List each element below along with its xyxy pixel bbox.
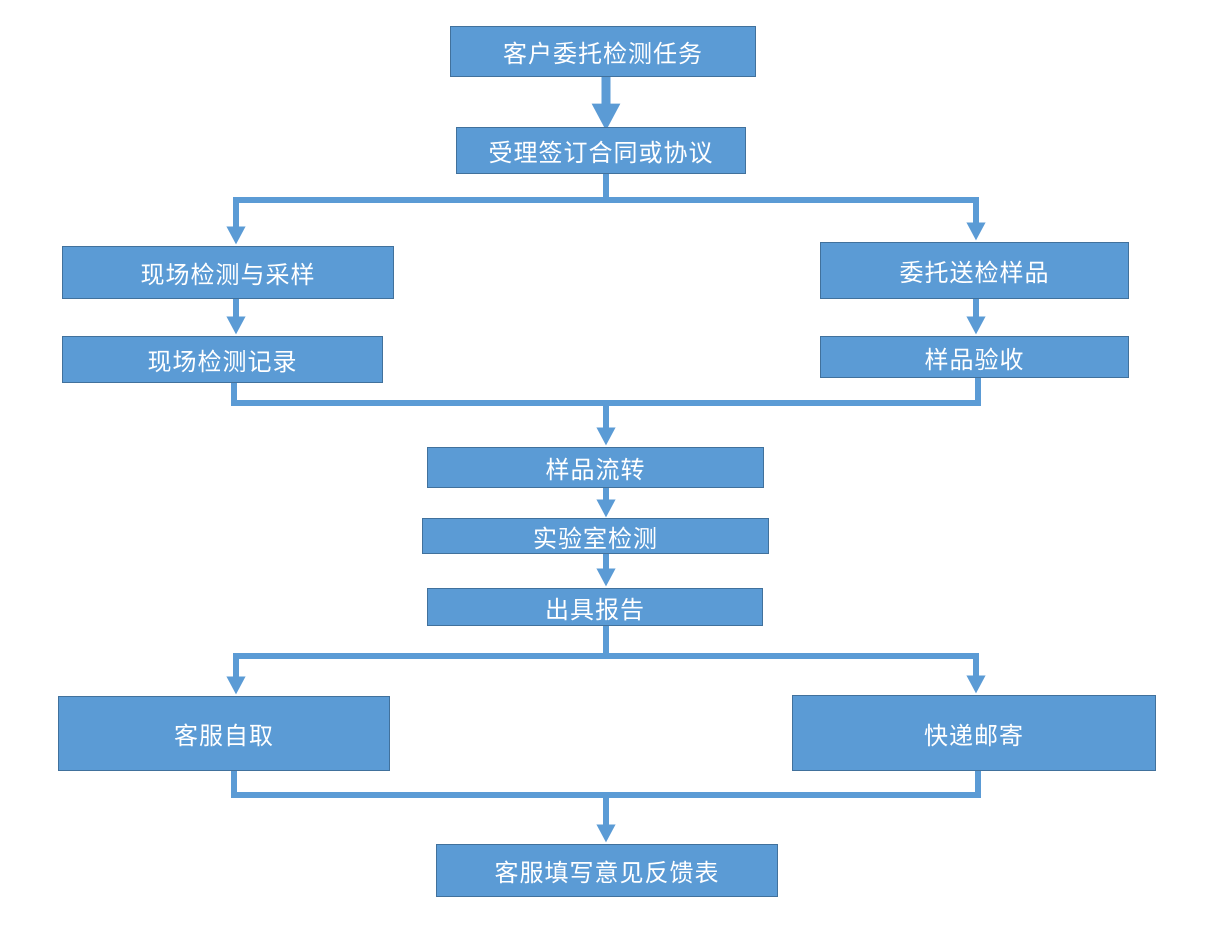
node-label: 客服自取 (174, 722, 274, 750)
node-label: 样品验收 (924, 345, 1025, 374)
node-sample-transfer: 样品流转 (427, 447, 764, 488)
split-connector-report (233, 653, 979, 680)
node-sign-contract: 受理签订合同或协议 (456, 127, 746, 174)
node-lab-testing: 实验室检测 (422, 518, 769, 554)
node-label: 委托送检样品 (899, 259, 1050, 287)
node-label: 客服填写意见反馈表 (494, 859, 720, 887)
node-label: 客户委托检测任务 (503, 40, 703, 68)
node-label: 出具报告 (545, 595, 645, 624)
node-sample-acceptance: 样品验收 (820, 336, 1129, 378)
node-submit-sample: 委托送检样品 (820, 242, 1129, 299)
node-label: 受理签订合同或协议 (488, 139, 714, 167)
node-label: 现场检测记录 (147, 348, 298, 376)
node-self-pickup: 客服自取 (58, 696, 390, 771)
node-express-mail: 快递邮寄 (792, 695, 1156, 771)
node-feedback-form: 客服填写意见反馈表 (436, 844, 778, 897)
node-onsite-record: 现场检测记录 (62, 336, 383, 383)
split-connector-contract (233, 197, 979, 230)
node-label: 实验室检测 (533, 524, 658, 553)
node-onsite-sampling: 现场检测与采样 (62, 246, 394, 299)
node-label: 快递邮寄 (924, 721, 1024, 750)
node-client-request: 客户委托检测任务 (450, 26, 756, 77)
node-label: 现场检测与采样 (140, 261, 316, 289)
node-label: 样品流转 (545, 456, 646, 484)
merge-connector-delivery (231, 771, 981, 798)
node-issue-report: 出具报告 (427, 588, 763, 626)
